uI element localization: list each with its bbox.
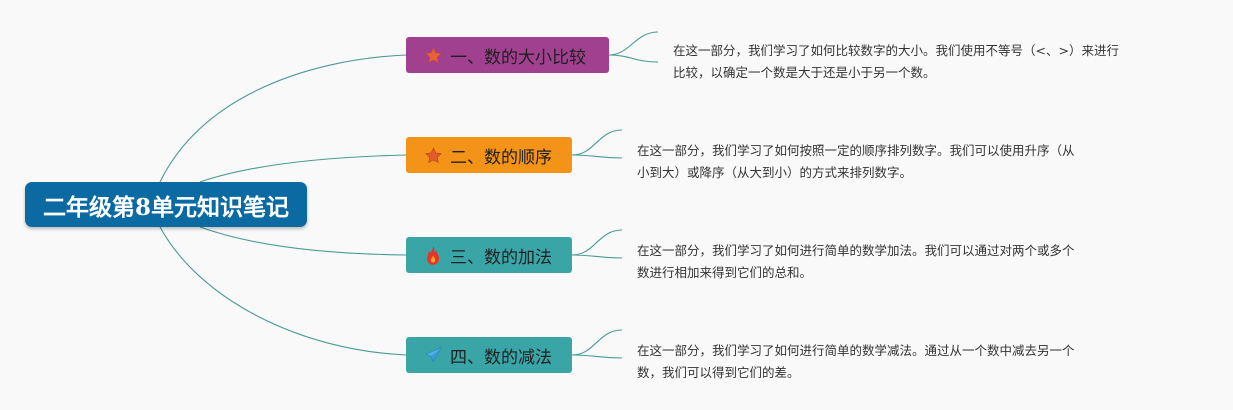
root-topic[interactable]: 二年级第8单元知识笔记	[25, 182, 307, 227]
star-icon	[422, 144, 444, 166]
description-line: 在这一部分，我们学习了如何比较数字的大小。我们使用不等号（<、>）来进行	[673, 43, 1119, 58]
connector-root-branch-4	[159, 226, 407, 356]
description-addition: 在这一部分，我们学习了如何进行简单的数学加法。我们可以通过对两个或多个 数进行相…	[637, 240, 1075, 284]
root-topic-label: 二年级第8单元知识笔记	[42, 193, 289, 221]
branch-label: 二、数的顺序	[450, 147, 552, 168]
connector-branch-2-desc	[571, 129, 623, 159]
paper-plane-icon	[422, 344, 444, 366]
description-line: 在这一部分，我们学习了如何进行简单的数学减法。通过从一个数中减去另一个	[637, 343, 1075, 358]
description-number-comparison: 在这一部分，我们学习了如何比较数字的大小。我们使用不等号（<、>）来进行 比较，…	[673, 40, 1119, 84]
description-line: 数进行相加来得到它们的总和。	[637, 265, 813, 280]
star-icon	[422, 44, 444, 66]
branch-label: 三、数的加法	[450, 247, 552, 268]
branch-number-order[interactable]: 二、数的顺序	[406, 137, 572, 173]
branch-label: 一、数的大小比较	[450, 47, 586, 68]
description-line: 在这一部分，我们学习了如何进行简单的数学加法。我们可以通过对两个或多个	[637, 243, 1075, 258]
description-number-order: 在这一部分，我们学习了如何按照一定的顺序排列数字。我们可以使用升序（从 小到大）…	[637, 140, 1075, 184]
branch-number-comparison[interactable]: 一、数的大小比较	[406, 37, 609, 73]
description-line: 在这一部分，我们学习了如何按照一定的顺序排列数字。我们可以使用升序（从	[637, 143, 1075, 158]
description-subtraction: 在这一部分，我们学习了如何进行简单的数学减法。通过从一个数中减去另一个 数，我们…	[637, 340, 1075, 384]
fire-icon	[422, 244, 444, 266]
branch-subtraction[interactable]: 四、数的减法	[406, 337, 572, 373]
connector-root-branch-2	[199, 154, 407, 183]
description-line: 比较，以确定一个数是大于还是小于另一个数。	[673, 65, 936, 80]
description-line: 数，我们可以得到它们的差。	[637, 365, 800, 380]
description-line: 小到大）或降序（从大到小）的方式来排列数字。	[637, 165, 913, 180]
branch-addition[interactable]: 三、数的加法	[406, 237, 572, 273]
connector-branch-4-desc	[571, 329, 623, 359]
connector-branch-1-desc	[608, 31, 659, 63]
branch-label: 四、数的减法	[450, 347, 552, 368]
connector-root-branch-3	[199, 226, 407, 256]
connector-root-branch-1	[159, 54, 407, 183]
connector-branch-3-desc	[571, 229, 623, 259]
